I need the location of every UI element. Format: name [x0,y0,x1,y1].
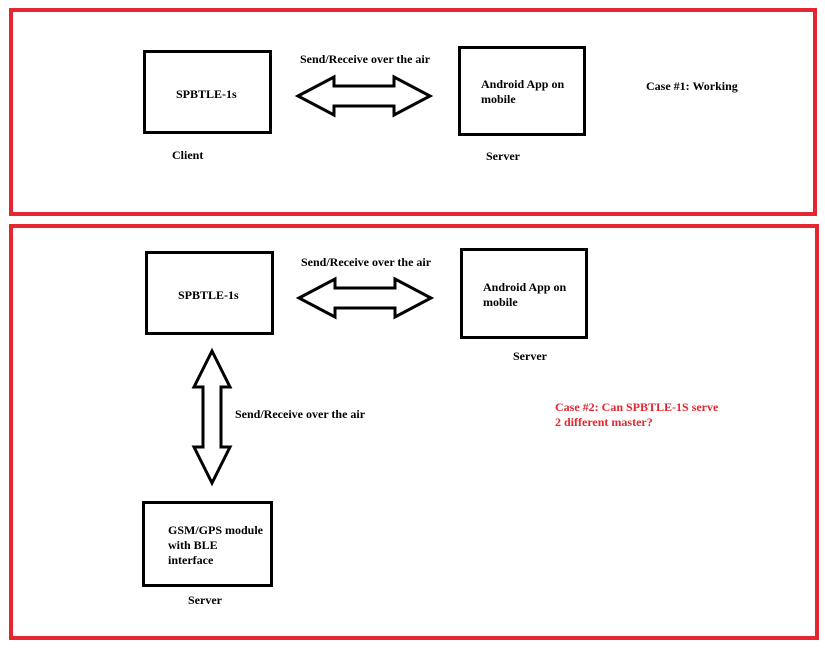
case1-server-box: Android App on mobile [458,46,586,136]
case2-vertical-arrow [191,347,233,487]
case2-horizontal-arrow [295,276,435,320]
case1-link-label: Send/Receive over the air [300,52,431,66]
case2-client-box: SPBTLE-1s [145,251,274,335]
case2-link-label-vertical: Send/Receive over the air [235,407,366,421]
case1-server-box-label: Android App on mobile [481,77,565,106]
case2-server-box-label: Android App on mobile [483,280,567,309]
case1-bidirectional-arrow [294,74,434,118]
case1-status-label: Case #1: Working [646,79,738,93]
case2-question-label: Case #2: Can SPBTLE-1S serve 2 different… [555,400,719,429]
case2-server-role: Server [513,349,547,363]
case2-gsm-role: Server [188,593,222,607]
case1-panel [9,8,817,216]
case1-server-role: Server [486,149,520,163]
case1-client-box-label: SPBTLE-1s [176,87,237,101]
case2-gsm-box: GSM/GPS module with BLE interface [142,501,273,587]
case1-client-box: SPBTLE-1s [143,50,272,134]
case2-server-box: Android App on mobile [460,248,588,339]
case2-client-box-label: SPBTLE-1s [178,288,239,302]
case2-gsm-box-label: GSM/GPS module with BLE interface [168,523,264,567]
case1-client-role: Client [172,148,204,162]
case2-link-label-top: Send/Receive over the air [301,255,432,269]
case2-panel [9,224,819,640]
